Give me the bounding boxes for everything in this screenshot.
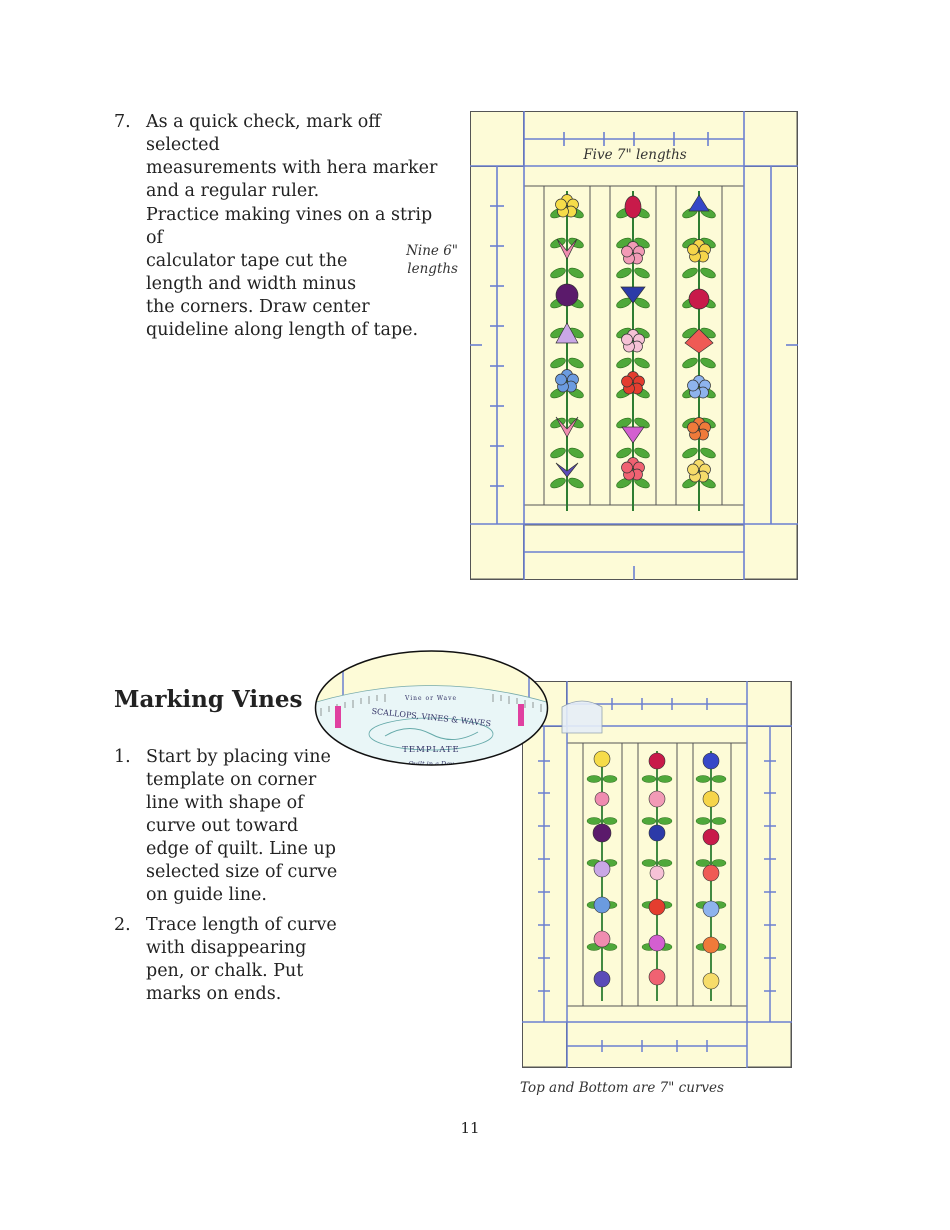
quilt-diagram-2 <box>522 681 792 1068</box>
nine-lengths-label: Nine 6" lengths <box>406 243 458 277</box>
practice-paragraph: Practice making vines on a strip of calc… <box>146 205 433 340</box>
five-lengths-label: Five 7" lengths <box>583 147 687 163</box>
step-number: 7. <box>114 112 131 132</box>
template-bottom-text: Quilt in a Day <box>408 760 454 768</box>
quilt-diagram-1 <box>470 111 798 580</box>
section-heading: Marking Vines <box>114 686 303 713</box>
figure-caption: Top and Bottom are 7" curves <box>520 1080 724 1096</box>
step-2: 2. Trace length of curve with disappeari… <box>114 914 354 1009</box>
template-top-text: Vine or Wave <box>404 695 457 702</box>
step-text: As a quick check, mark off selected meas… <box>146 112 438 201</box>
step-text: Trace length of curve with disappearing … <box>146 915 337 1004</box>
step-7: 7. As a quick check, mark off selected m… <box>114 111 444 201</box>
page-number: 11 <box>460 1119 480 1137</box>
step-text: Start by placing vine template on corner… <box>146 747 338 905</box>
step-1: 1. Start by placing vine template on cor… <box>114 746 354 911</box>
template-center-text: TEMPLATE <box>402 745 460 755</box>
step-number: 2. <box>114 915 131 935</box>
step-number: 1. <box>114 747 131 767</box>
template-zoom-oval: Vine or Wave SCALLOPS, VINES & WAVES TEM… <box>314 650 549 768</box>
